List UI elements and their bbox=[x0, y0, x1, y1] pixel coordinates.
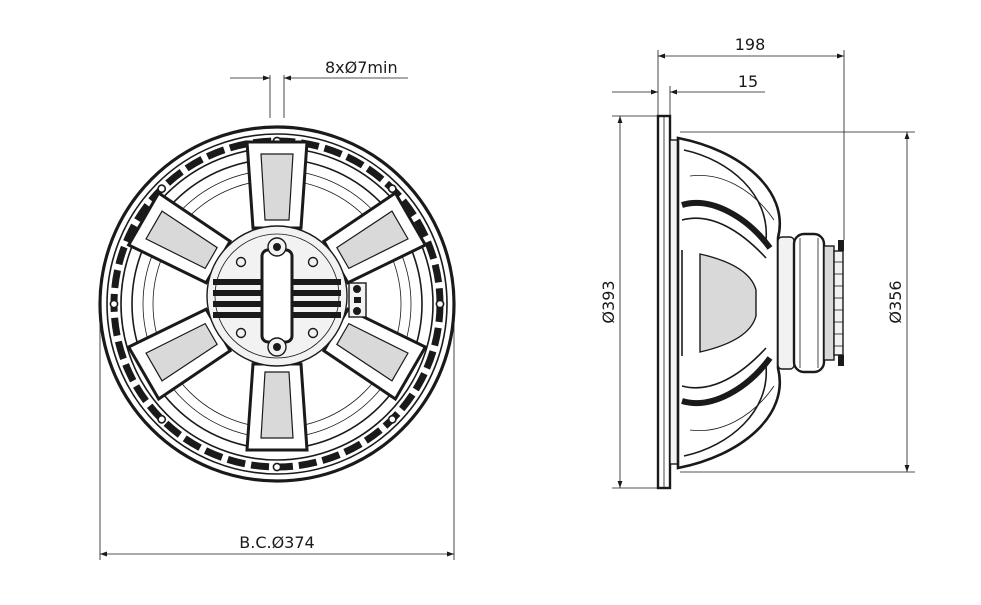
motor-front-plate bbox=[777, 236, 795, 370]
rear-heatsink bbox=[833, 240, 844, 366]
motor-screw bbox=[307, 256, 319, 268]
mounting-hole bbox=[272, 462, 282, 472]
motor-screw bbox=[235, 327, 247, 339]
hole-callout-label: 8xØ7min bbox=[325, 58, 398, 77]
side-view-dimensions: 198 15 Ø393 Ø356 bbox=[599, 35, 915, 489]
front-view-dimensions: 8xØ7min B.C.Ø374 bbox=[99, 58, 455, 560]
motor-screw bbox=[235, 256, 247, 268]
mounting-hole bbox=[387, 414, 397, 424]
basket-spokes bbox=[126, 140, 428, 452]
outer-diameter-label: Ø393 bbox=[599, 280, 618, 323]
back-plate bbox=[823, 245, 835, 361]
basket-spoke bbox=[321, 307, 428, 402]
depth-total-label: 198 bbox=[735, 35, 766, 54]
front-view bbox=[98, 125, 456, 483]
center-bar bbox=[260, 248, 294, 344]
mounting-hole bbox=[109, 299, 119, 309]
mounting-hole bbox=[157, 414, 167, 424]
baffle-diameter-label: Ø356 bbox=[886, 280, 905, 323]
mounting-hole bbox=[157, 184, 167, 194]
basket-spoke bbox=[245, 140, 309, 230]
basket-spoke bbox=[245, 362, 309, 452]
outer-rim bbox=[98, 125, 456, 483]
rim-inner-edge bbox=[106, 133, 448, 475]
mounting-hole bbox=[435, 299, 445, 309]
bolt-circle-label: B.C.Ø374 bbox=[239, 533, 314, 552]
motor-screw bbox=[307, 327, 319, 339]
magnet bbox=[792, 232, 826, 374]
terminal-block bbox=[348, 282, 367, 318]
flange-thickness-label: 15 bbox=[738, 72, 758, 91]
mounting-hole bbox=[387, 184, 397, 194]
side-view bbox=[656, 114, 844, 490]
motor-shadow bbox=[699, 253, 757, 353]
